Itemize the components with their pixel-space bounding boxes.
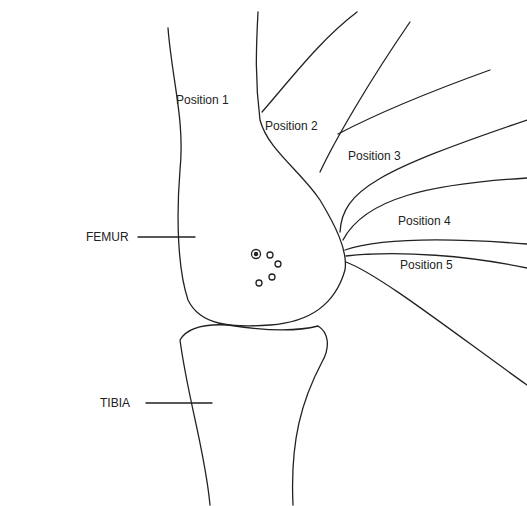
tendon-line [343, 178, 527, 240]
tendon-line [345, 240, 527, 250]
tendon-line [340, 120, 527, 232]
drill-hole [275, 261, 281, 267]
position-label: Position 5 [400, 258, 453, 272]
drill-hole [267, 252, 273, 258]
tibia-outline [180, 325, 327, 505]
femur-outline [168, 12, 345, 326]
position-label: Position 3 [348, 149, 401, 163]
position-label: Position 4 [398, 214, 451, 228]
position-label: Position 2 [265, 119, 318, 133]
part-label: FEMUR [86, 230, 129, 244]
drill-hole-center [254, 252, 258, 256]
drill-hole [256, 280, 262, 286]
tendon-line [320, 22, 410, 172]
part-label: TIBIA [100, 396, 130, 410]
drill-hole [252, 250, 261, 259]
leader-line [138, 236, 195, 237]
tendon-line [346, 262, 527, 385]
leader-line [146, 402, 212, 403]
drill-hole [269, 274, 275, 280]
tendon-line [338, 70, 490, 134]
position-label: Position 1 [176, 93, 229, 107]
tendon-line [262, 12, 357, 112]
